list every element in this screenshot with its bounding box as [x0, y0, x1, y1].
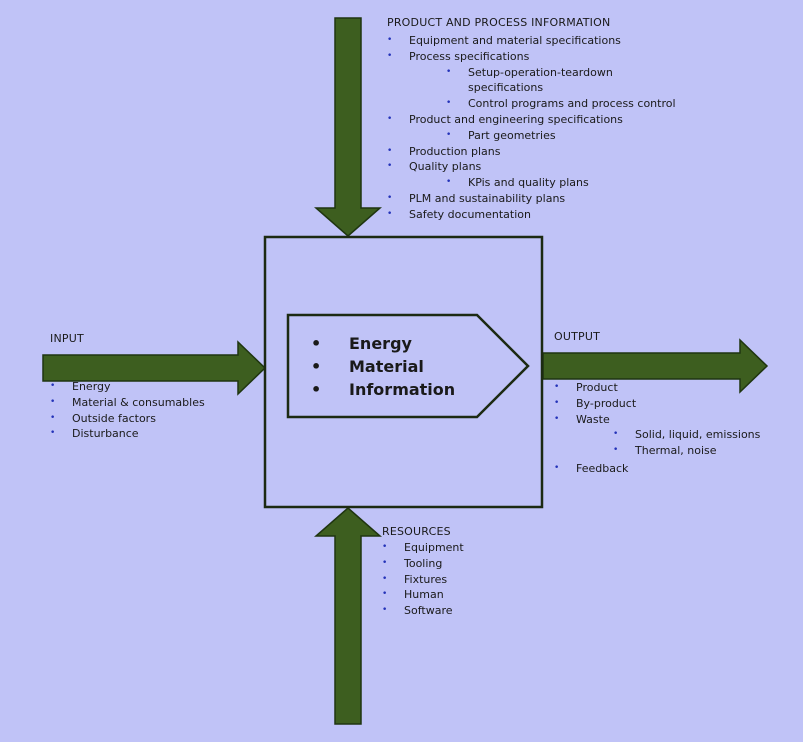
output-item: Solid, liquid, emissions	[613, 427, 760, 443]
output-item: Waste	[554, 412, 760, 428]
core-pentagon	[286, 313, 530, 419]
product-process-item: Process specifications	[387, 49, 676, 65]
product-process-item: Production plans	[387, 144, 676, 160]
resources-list: EquipmentToolingFixturesHumanSoftware	[382, 540, 464, 619]
input-heading: INPUT	[50, 332, 84, 345]
input-item: Energy	[50, 379, 205, 395]
product-process-item: Equipment and material specifications	[387, 33, 676, 49]
resources-item: Tooling	[382, 556, 464, 572]
resources-item: Software	[382, 603, 464, 619]
product-process-item: specifications	[468, 81, 544, 95]
product-process-item: Quality plans	[387, 159, 676, 175]
product-process-item: Part geometries	[446, 128, 676, 144]
bottom-arrow	[314, 507, 382, 725]
resources-item: Fixtures	[382, 572, 464, 588]
core-list: EnergyMaterialInformation	[311, 332, 455, 401]
product-process-item: Product and engineering specifications	[387, 112, 676, 128]
product-process-list: Equipment and material specificationsPro…	[387, 33, 676, 223]
product-process-panel: PRODUCT AND PROCESS INFORMATION Equipmen…	[387, 16, 676, 223]
input-item: Outside factors	[50, 411, 205, 427]
right-arrow	[542, 338, 769, 394]
input-panel: INPUT EnergyMaterial & consumablesOutsid…	[50, 332, 205, 442]
core-item: Material	[311, 355, 455, 378]
product-process-item: Setup-operation-teardown	[446, 65, 676, 81]
input-item: Disturbance	[50, 426, 205, 442]
output-item: Feedback	[554, 461, 760, 477]
core-item: Information	[311, 378, 455, 401]
top-arrow	[314, 17, 382, 237]
resources-panel: RESOURCES EquipmentToolingFixturesHumanS…	[382, 525, 464, 619]
core-item: Energy	[311, 332, 455, 355]
output-list: ProductBy-productWasteSolid, liquid, emi…	[554, 380, 760, 477]
output-heading: OUTPUT	[554, 330, 601, 343]
input-list: EnergyMaterial & consumablesOutside fact…	[50, 379, 205, 442]
process-box	[263, 235, 544, 509]
output-item: Thermal, noise	[613, 443, 760, 459]
input-item: Material & consumables	[50, 395, 205, 411]
product-process-heading: PRODUCT AND PROCESS INFORMATION	[387, 16, 611, 29]
output-item: Product	[554, 380, 760, 396]
resources-item: Human	[382, 587, 464, 603]
product-process-item: Control programs and process control	[446, 96, 675, 112]
resources-item: Equipment	[382, 540, 464, 556]
resources-heading: RESOURCES	[382, 525, 451, 538]
product-process-item: Safety documentation	[387, 207, 676, 223]
output-panel: OUTPUT ProductBy-productWasteSolid, liqu…	[554, 330, 760, 477]
product-process-item: PLM and sustainability plans	[387, 191, 676, 207]
product-process-item: KPis and quality plans	[446, 175, 676, 191]
output-item: By-product	[554, 396, 760, 412]
